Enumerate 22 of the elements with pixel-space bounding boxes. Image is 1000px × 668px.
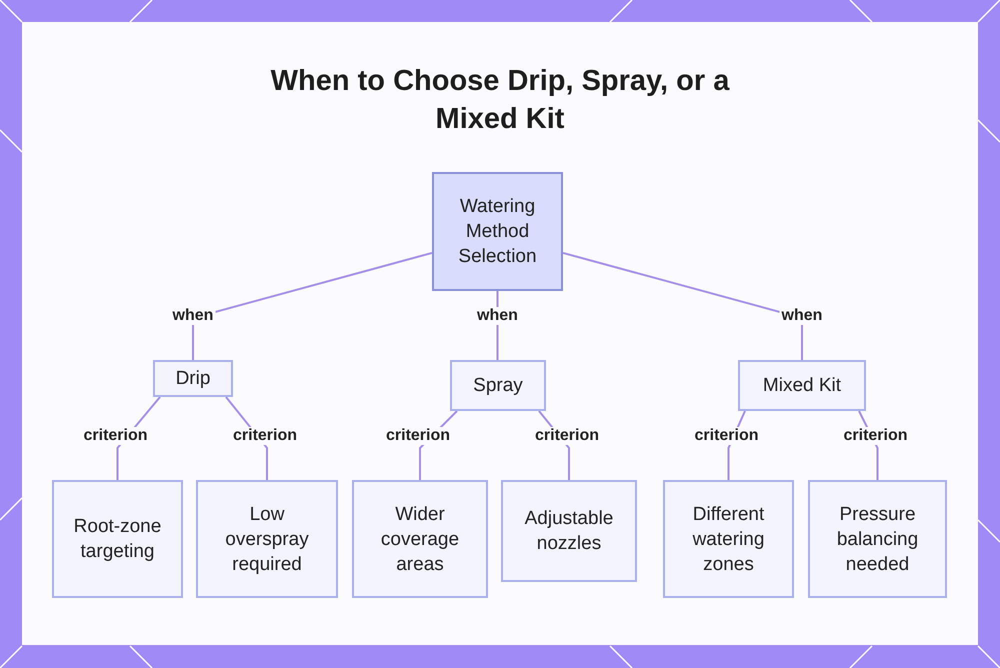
edge-label: criterion — [384, 427, 452, 445]
root-node-box: Watering Method Selection — [432, 172, 563, 291]
edge-label: criterion — [692, 427, 760, 445]
node-box: Adjustable nozzles — [501, 480, 637, 582]
node-box: Wider coverage areas — [352, 480, 488, 598]
edge-label: when — [475, 307, 520, 325]
edge-label: criterion — [82, 427, 150, 445]
connector-line — [562, 252, 803, 360]
edge-label: criterion — [231, 427, 299, 445]
connector-line — [192, 252, 432, 360]
diagram-title: When to Choose Drip, Spray, or a Mixed Kit — [270, 64, 730, 137]
edge-label: criterion — [533, 427, 601, 445]
node-box: Pressure balancing needed — [808, 480, 947, 598]
edge-label: criterion — [842, 427, 910, 445]
node-box: Drip — [153, 360, 233, 397]
node-box: Low overspray required — [196, 480, 338, 598]
node-box: Mixed Kit — [738, 360, 866, 411]
node-box: Spray — [450, 360, 546, 411]
node-box: Root-zone targeting — [52, 480, 183, 598]
edge-label: when — [780, 307, 824, 325]
node-box: Different watering zones — [663, 480, 794, 598]
edge-label: when — [170, 307, 216, 325]
